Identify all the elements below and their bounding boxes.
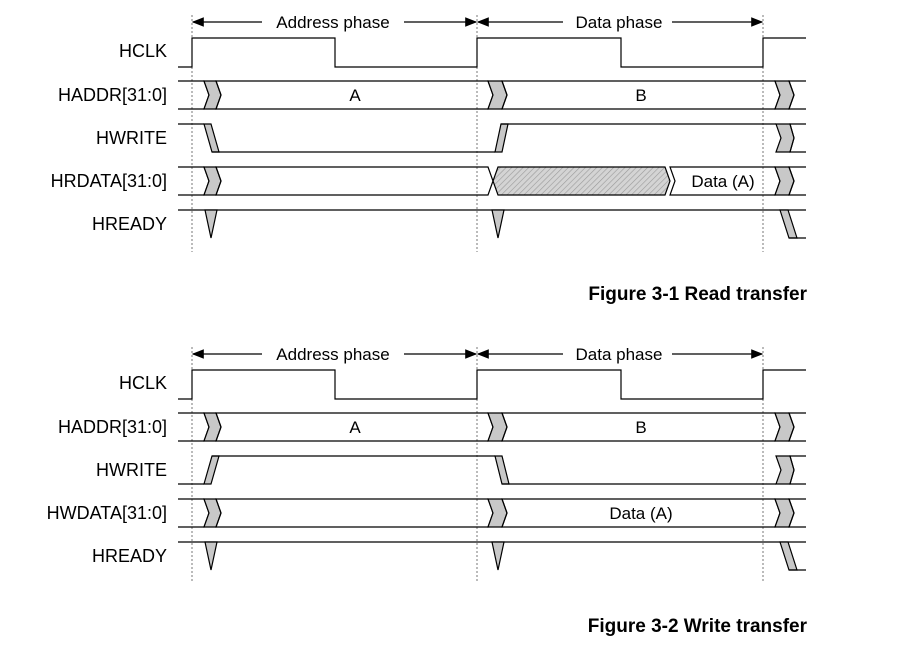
haddr-value-a: A xyxy=(349,86,361,105)
hwdata-value: Data (A) xyxy=(609,504,672,523)
haddr-waveform-2: A B xyxy=(178,412,806,442)
hready-waveform-2 xyxy=(178,541,806,571)
figure-caption-read: Figure 3-1 Read transfer xyxy=(588,284,807,305)
data-phase-label-2: Data phase xyxy=(576,345,663,364)
address-phase-label-2: Address phase xyxy=(276,345,389,364)
signal-label-hclk-2: HCLK xyxy=(119,373,167,393)
signal-label-hclk: HCLK xyxy=(119,41,167,61)
haddr-waveform: A B xyxy=(178,80,806,110)
hwrite-waveform xyxy=(178,123,806,153)
signal-label-hwrite: HWRITE xyxy=(96,128,167,148)
signal-label-haddr-2: HADDR[31:0] xyxy=(58,417,167,437)
address-phase-arrow: Address phase xyxy=(191,13,478,32)
signal-label-hready: HREADY xyxy=(92,214,167,234)
address-phase-label: Address phase xyxy=(276,13,389,32)
hrdata-waveform: Data (A) xyxy=(178,166,806,196)
haddr-value-b-2: B xyxy=(635,418,646,437)
signal-label-haddr: HADDR[31:0] xyxy=(58,85,167,105)
hwdata-waveform: Data (A) xyxy=(178,498,806,528)
signal-label-hrdata: HRDATA[31:0] xyxy=(51,171,167,191)
signal-label-hready-2: HREADY xyxy=(92,546,167,566)
hclk-waveform xyxy=(178,37,806,68)
hwrite-waveform-2 xyxy=(178,455,806,485)
data-phase-label: Data phase xyxy=(576,13,663,32)
signal-label-hwdata: HWDATA[31:0] xyxy=(47,503,167,523)
hclk-waveform-2 xyxy=(178,369,806,400)
address-phase-arrow-2: Address phase xyxy=(191,345,478,364)
signal-label-hwrite-2: HWRITE xyxy=(96,460,167,480)
hrdata-value: Data (A) xyxy=(691,172,754,191)
data-phase-arrow: Data phase xyxy=(476,13,764,32)
figure-caption-write: Figure 3-2 Write transfer xyxy=(588,616,808,637)
data-phase-arrow-2: Data phase xyxy=(476,345,764,364)
figure-read-transfer: Address phase Data phase HCLK HADDR[31:0… xyxy=(51,13,808,305)
haddr-value-a-2: A xyxy=(349,418,361,437)
hrdata-wait-hatch xyxy=(492,166,671,196)
hready-waveform xyxy=(178,209,806,239)
figure-write-transfer: Address phase Data phase HCLK HADDR[31:0… xyxy=(47,345,808,637)
haddr-value-b: B xyxy=(635,86,646,105)
